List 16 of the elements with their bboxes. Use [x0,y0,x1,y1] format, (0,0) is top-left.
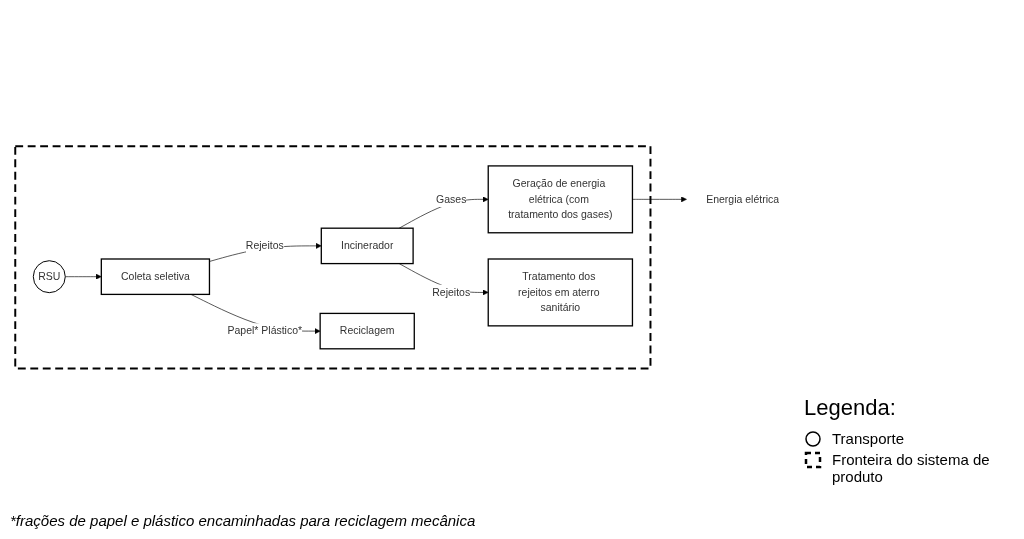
node-box: Coleta seletiva [100,258,211,295]
node-box: Incinerador [320,227,414,264]
node-text: Energia elétrica [706,193,780,205]
edge-label: Rejeitos [245,239,284,251]
edge-label: Papel* Plástico* [227,324,303,336]
edge-label: Rejeitos [432,286,471,298]
edge-label: Gases [436,193,467,205]
legend-text: Fronteira do sistema de produto [832,451,991,485]
node-box: Geração de energia elétrica (com tratamento dos gases) [487,164,634,234]
legend-title: Legenda: [804,395,896,421]
legend-text: Transporte [832,430,904,447]
node-circle: RSU [32,259,66,293]
node-box: Tratamento dos rejeitos em aterro sanitário [487,258,634,327]
caption: *frações de papel e plástico encaminhadas para reciclagem mecânica [10,511,476,531]
node-box: Reciclagem [319,312,415,350]
cluster [14,144,652,370]
